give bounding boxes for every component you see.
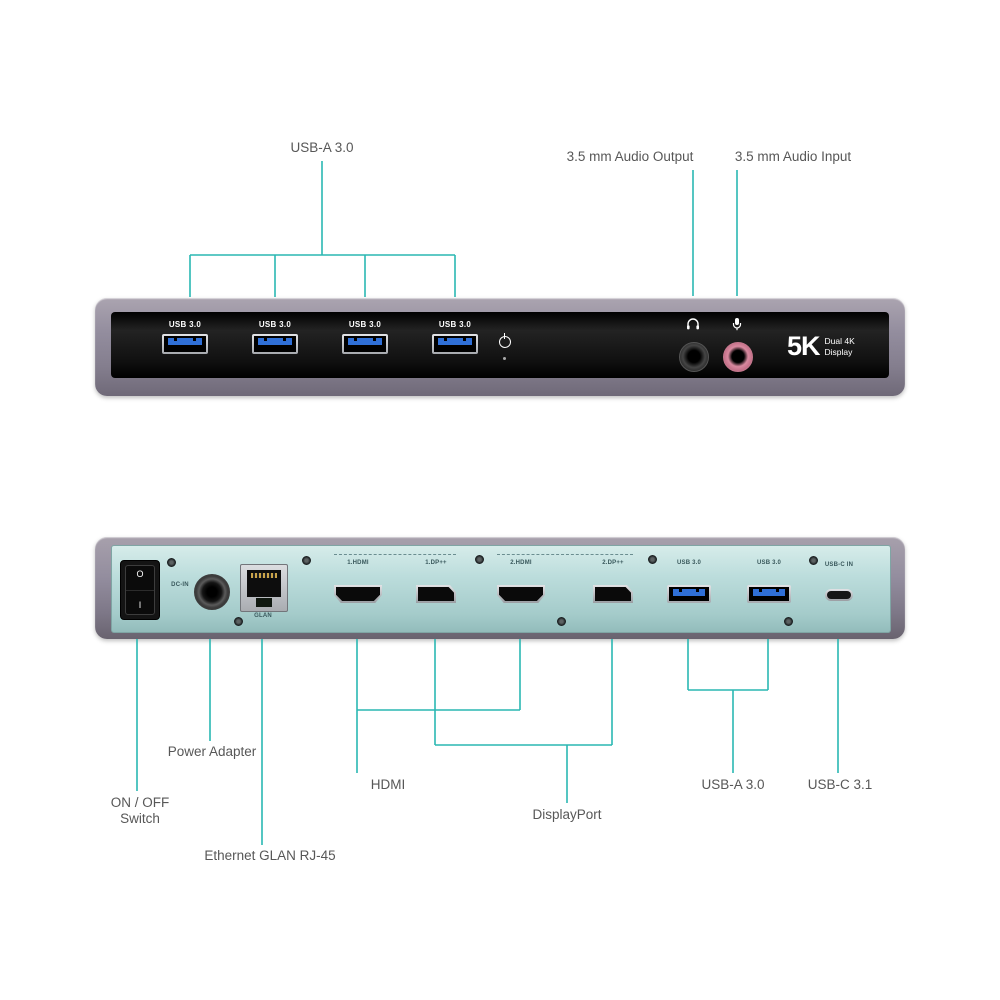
- usb-port-print-label: USB 3.0: [438, 320, 472, 329]
- label-power-adapter: Power Adapter: [167, 744, 257, 759]
- label-usb-a-front: USB-A 3.0: [290, 140, 354, 155]
- dc-in-print-label: DC-IN: [171, 582, 189, 588]
- display-group-2-dash: [497, 554, 633, 555]
- usb-port-print-label: USB 3.0: [348, 320, 382, 329]
- dc-power-jack: [194, 574, 230, 610]
- usbc-print-label: USB-C IN: [824, 562, 854, 568]
- hdmi2-print-label: 2.HDMI: [510, 560, 532, 566]
- label-hdmi: HDMI: [370, 777, 406, 792]
- power-symbol-icon: [499, 333, 511, 348]
- screw-icon: [784, 617, 793, 626]
- usb-a-port-back-2: [747, 585, 791, 603]
- dock-front-view: USB 3.0 USB 3.0 USB 3.0 USB 3.0: [95, 298, 905, 396]
- screw-icon: [475, 555, 484, 564]
- label-switch-line2: Switch: [120, 811, 160, 826]
- hdmi1-print-label: 1.HDMI: [347, 560, 369, 566]
- audio-input-jack: [723, 342, 753, 372]
- usb-a-port-icon: [432, 334, 478, 354]
- dp2-print-label: 2.DP++: [602, 560, 624, 566]
- ethernet-rj45-port: [240, 564, 288, 612]
- usb-a-port-icon: [342, 334, 388, 354]
- screw-icon: [167, 558, 176, 567]
- label-displayport: DisplayPort: [532, 807, 602, 822]
- usb-port-print-label: USB 3.0: [168, 320, 202, 329]
- dp1-print-label: 1.DP++: [425, 560, 447, 566]
- brand-sub-text: Dual 4K Display: [825, 336, 855, 356]
- dock-front-panel: USB 3.0 USB 3.0 USB 3.0 USB 3.0: [111, 312, 889, 378]
- screw-icon: [557, 617, 566, 626]
- brand-5k-logo: 5K Dual 4K Display: [787, 333, 855, 360]
- switch-off-mark: O: [136, 569, 144, 579]
- usb-a-port-back-1: [667, 585, 711, 603]
- hdmi-port-1: [334, 585, 382, 603]
- usb-a-port-icon: [162, 334, 208, 354]
- usb-back2-print-label: USB 3.0: [756, 560, 782, 566]
- usb-a-port-front-2: USB 3.0: [247, 320, 303, 354]
- displayport-port-1: [416, 585, 456, 603]
- usb-a-port-front-4: USB 3.0: [427, 320, 483, 354]
- label-usb-c: USB-C 3.1: [807, 777, 873, 792]
- usb-a-port-front-1: USB 3.0: [157, 320, 213, 354]
- headphone-icon: [687, 318, 699, 330]
- label-switch-line1: ON / OFF: [110, 795, 170, 810]
- brand-sub-line1: Dual 4K: [824, 336, 855, 347]
- hdmi-port-2: [497, 585, 545, 603]
- switch-seam: [126, 590, 154, 591]
- dock-back-panel: O I DC-IN GLAN 1.HDMI 1.DP++ 2.HDMI 2.DP…: [111, 545, 891, 633]
- label-audio-input: 3.5 mm Audio Input: [734, 149, 852, 164]
- power-led: [503, 357, 506, 360]
- glan-print-label: GLAN: [254, 613, 272, 619]
- usb-a-port-front-3: USB 3.0: [337, 320, 393, 354]
- rj45-pins: [251, 573, 277, 578]
- dock-back-view: O I DC-IN GLAN 1.HDMI 1.DP++ 2.HDMI 2.DP…: [95, 537, 905, 639]
- brand-sub-line2: Display: [824, 346, 853, 357]
- usb-back1-print-label: USB 3.0: [676, 560, 702, 566]
- rj45-latch: [256, 598, 272, 607]
- on-off-switch: O I: [120, 560, 160, 620]
- usb-a-port-icon: [252, 334, 298, 354]
- screw-icon: [809, 556, 818, 565]
- displayport-port-2: [593, 585, 633, 603]
- switch-on-mark: I: [138, 600, 142, 610]
- screw-icon: [302, 556, 311, 565]
- display-group-1-dash: [334, 554, 456, 555]
- microphone-icon: [732, 318, 742, 331]
- usb-port-print-label: USB 3.0: [258, 320, 292, 329]
- screw-icon: [234, 617, 243, 626]
- label-audio-output: 3.5 mm Audio Output: [566, 149, 694, 164]
- label-ethernet: Ethernet GLAN RJ-45: [204, 848, 336, 863]
- usb-c-port: [825, 589, 853, 601]
- label-usb-a-back: USB-A 3.0: [701, 777, 765, 792]
- screw-icon: [648, 555, 657, 564]
- audio-output-jack: [679, 342, 709, 372]
- brand-5k-text: 5K: [787, 331, 821, 361]
